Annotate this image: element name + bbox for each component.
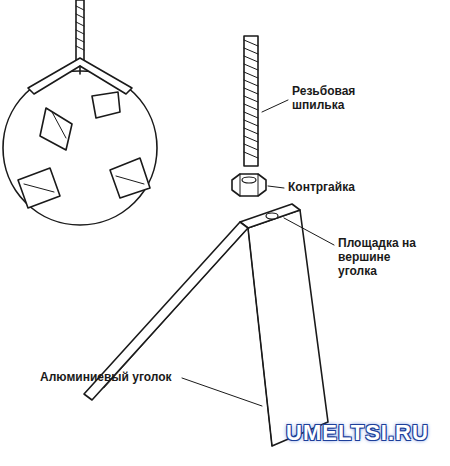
aluminium-angle: [84, 204, 328, 446]
part-label: Площадка на вершине уголка: [338, 236, 430, 278]
disc-view: [3, 0, 157, 225]
threaded-rod: [244, 36, 258, 166]
part-label: Контргайка: [288, 180, 355, 194]
part-label: Резьбовая шпилька: [292, 84, 384, 112]
watermark: UMELTSI.RU: [286, 420, 429, 446]
leader-lines: [182, 100, 334, 406]
part-label: Алюминиевый уголок: [40, 370, 172, 384]
lock-nut: [232, 174, 266, 196]
